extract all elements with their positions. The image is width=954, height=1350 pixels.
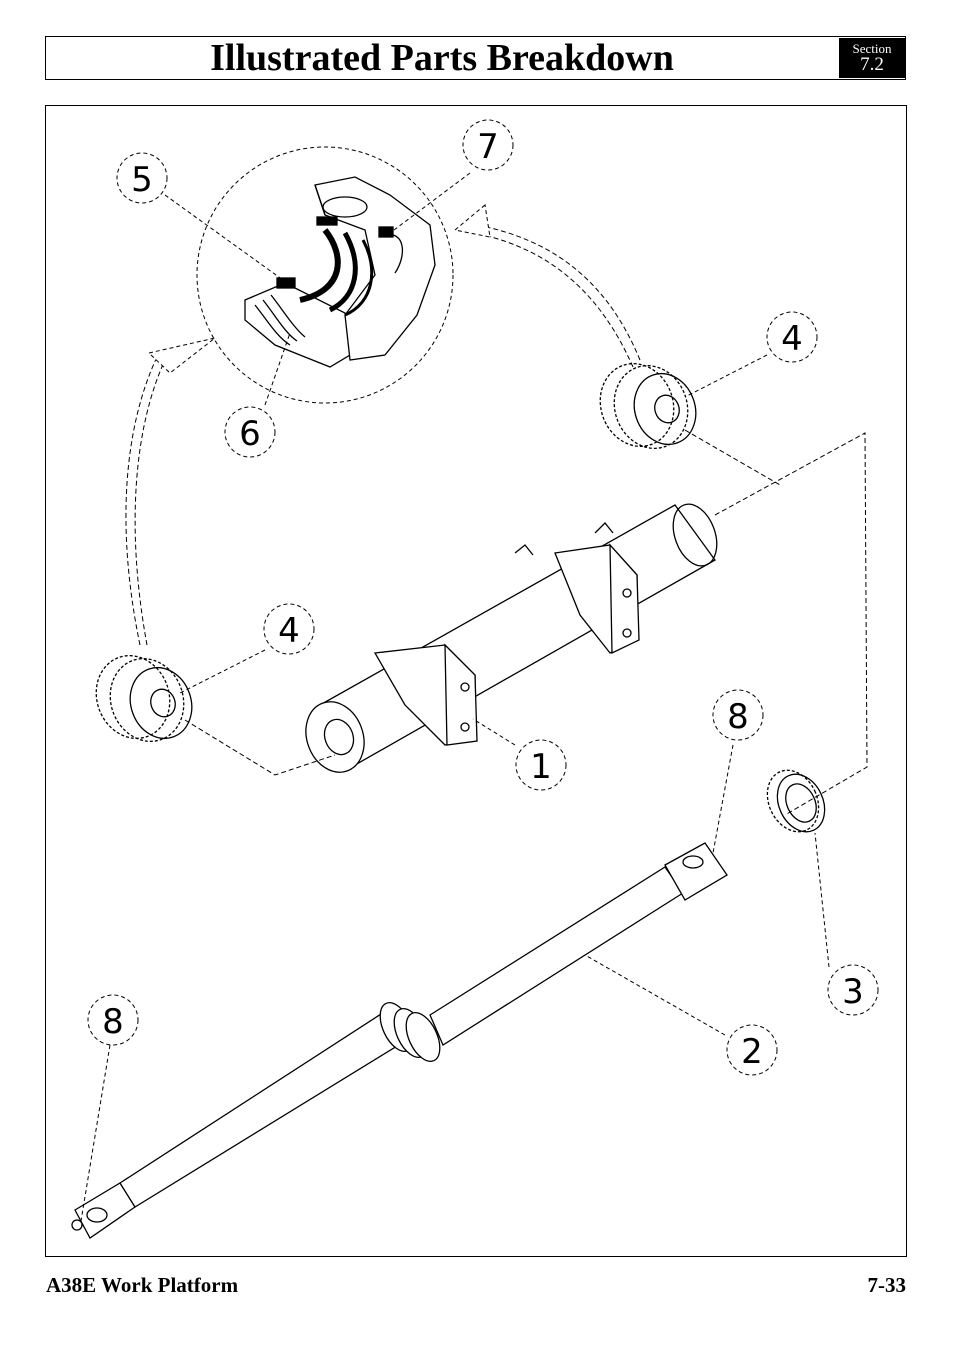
piston-rod bbox=[71, 842, 728, 1239]
footer-page-number: 7-33 bbox=[867, 1273, 907, 1297]
callout-1: 1 bbox=[515, 739, 567, 791]
seal-kit-upper bbox=[599, 363, 697, 449]
callout-2: 2 bbox=[726, 1024, 778, 1076]
detail-view bbox=[196, 146, 454, 404]
footer-product-name: A38E Work Platform bbox=[46, 1273, 239, 1297]
section-number: 7.2 bbox=[860, 54, 884, 75]
callout-3-label: 3 bbox=[842, 972, 864, 1012]
seal-kit-lower bbox=[95, 655, 193, 742]
exploded-parts-drawing: 5 7 6 4 4 1 8 3 8 2 bbox=[71, 119, 879, 1239]
callout-5-label: 5 bbox=[131, 160, 153, 200]
callout-3: 3 bbox=[827, 964, 879, 1016]
section-badge: Section 7.2 bbox=[839, 38, 905, 78]
page-header: Illustrated Parts Breakdown Section 7.2 bbox=[45, 36, 906, 80]
gland-nut bbox=[766, 769, 826, 833]
callout-6-label: 6 bbox=[239, 414, 261, 454]
callout-8-lower-label: 8 bbox=[102, 1002, 124, 1042]
callout-2-label: 2 bbox=[741, 1032, 763, 1072]
cylinder-barrel bbox=[305, 503, 718, 773]
callout-4-upper-label: 4 bbox=[781, 319, 803, 359]
page-title: Illustrated Parts Breakdown bbox=[210, 37, 674, 79]
callout-8-upper: 8 bbox=[712, 689, 764, 741]
callout-8-upper-label: 8 bbox=[727, 697, 749, 737]
callout-8-lower: 8 bbox=[87, 994, 139, 1046]
callout-7: 7 bbox=[462, 119, 514, 171]
callout-4-lower-label: 4 bbox=[278, 611, 300, 651]
callout-6: 6 bbox=[224, 406, 276, 458]
callout-4-lower: 4 bbox=[263, 603, 315, 655]
figure-frame bbox=[45, 105, 907, 1257]
callout-5: 5 bbox=[116, 152, 168, 204]
callout-1-label: 1 bbox=[530, 747, 552, 787]
section-label: Section bbox=[852, 41, 892, 56]
callout-4-upper: 4 bbox=[766, 311, 818, 363]
callout-7-label: 7 bbox=[477, 127, 499, 167]
